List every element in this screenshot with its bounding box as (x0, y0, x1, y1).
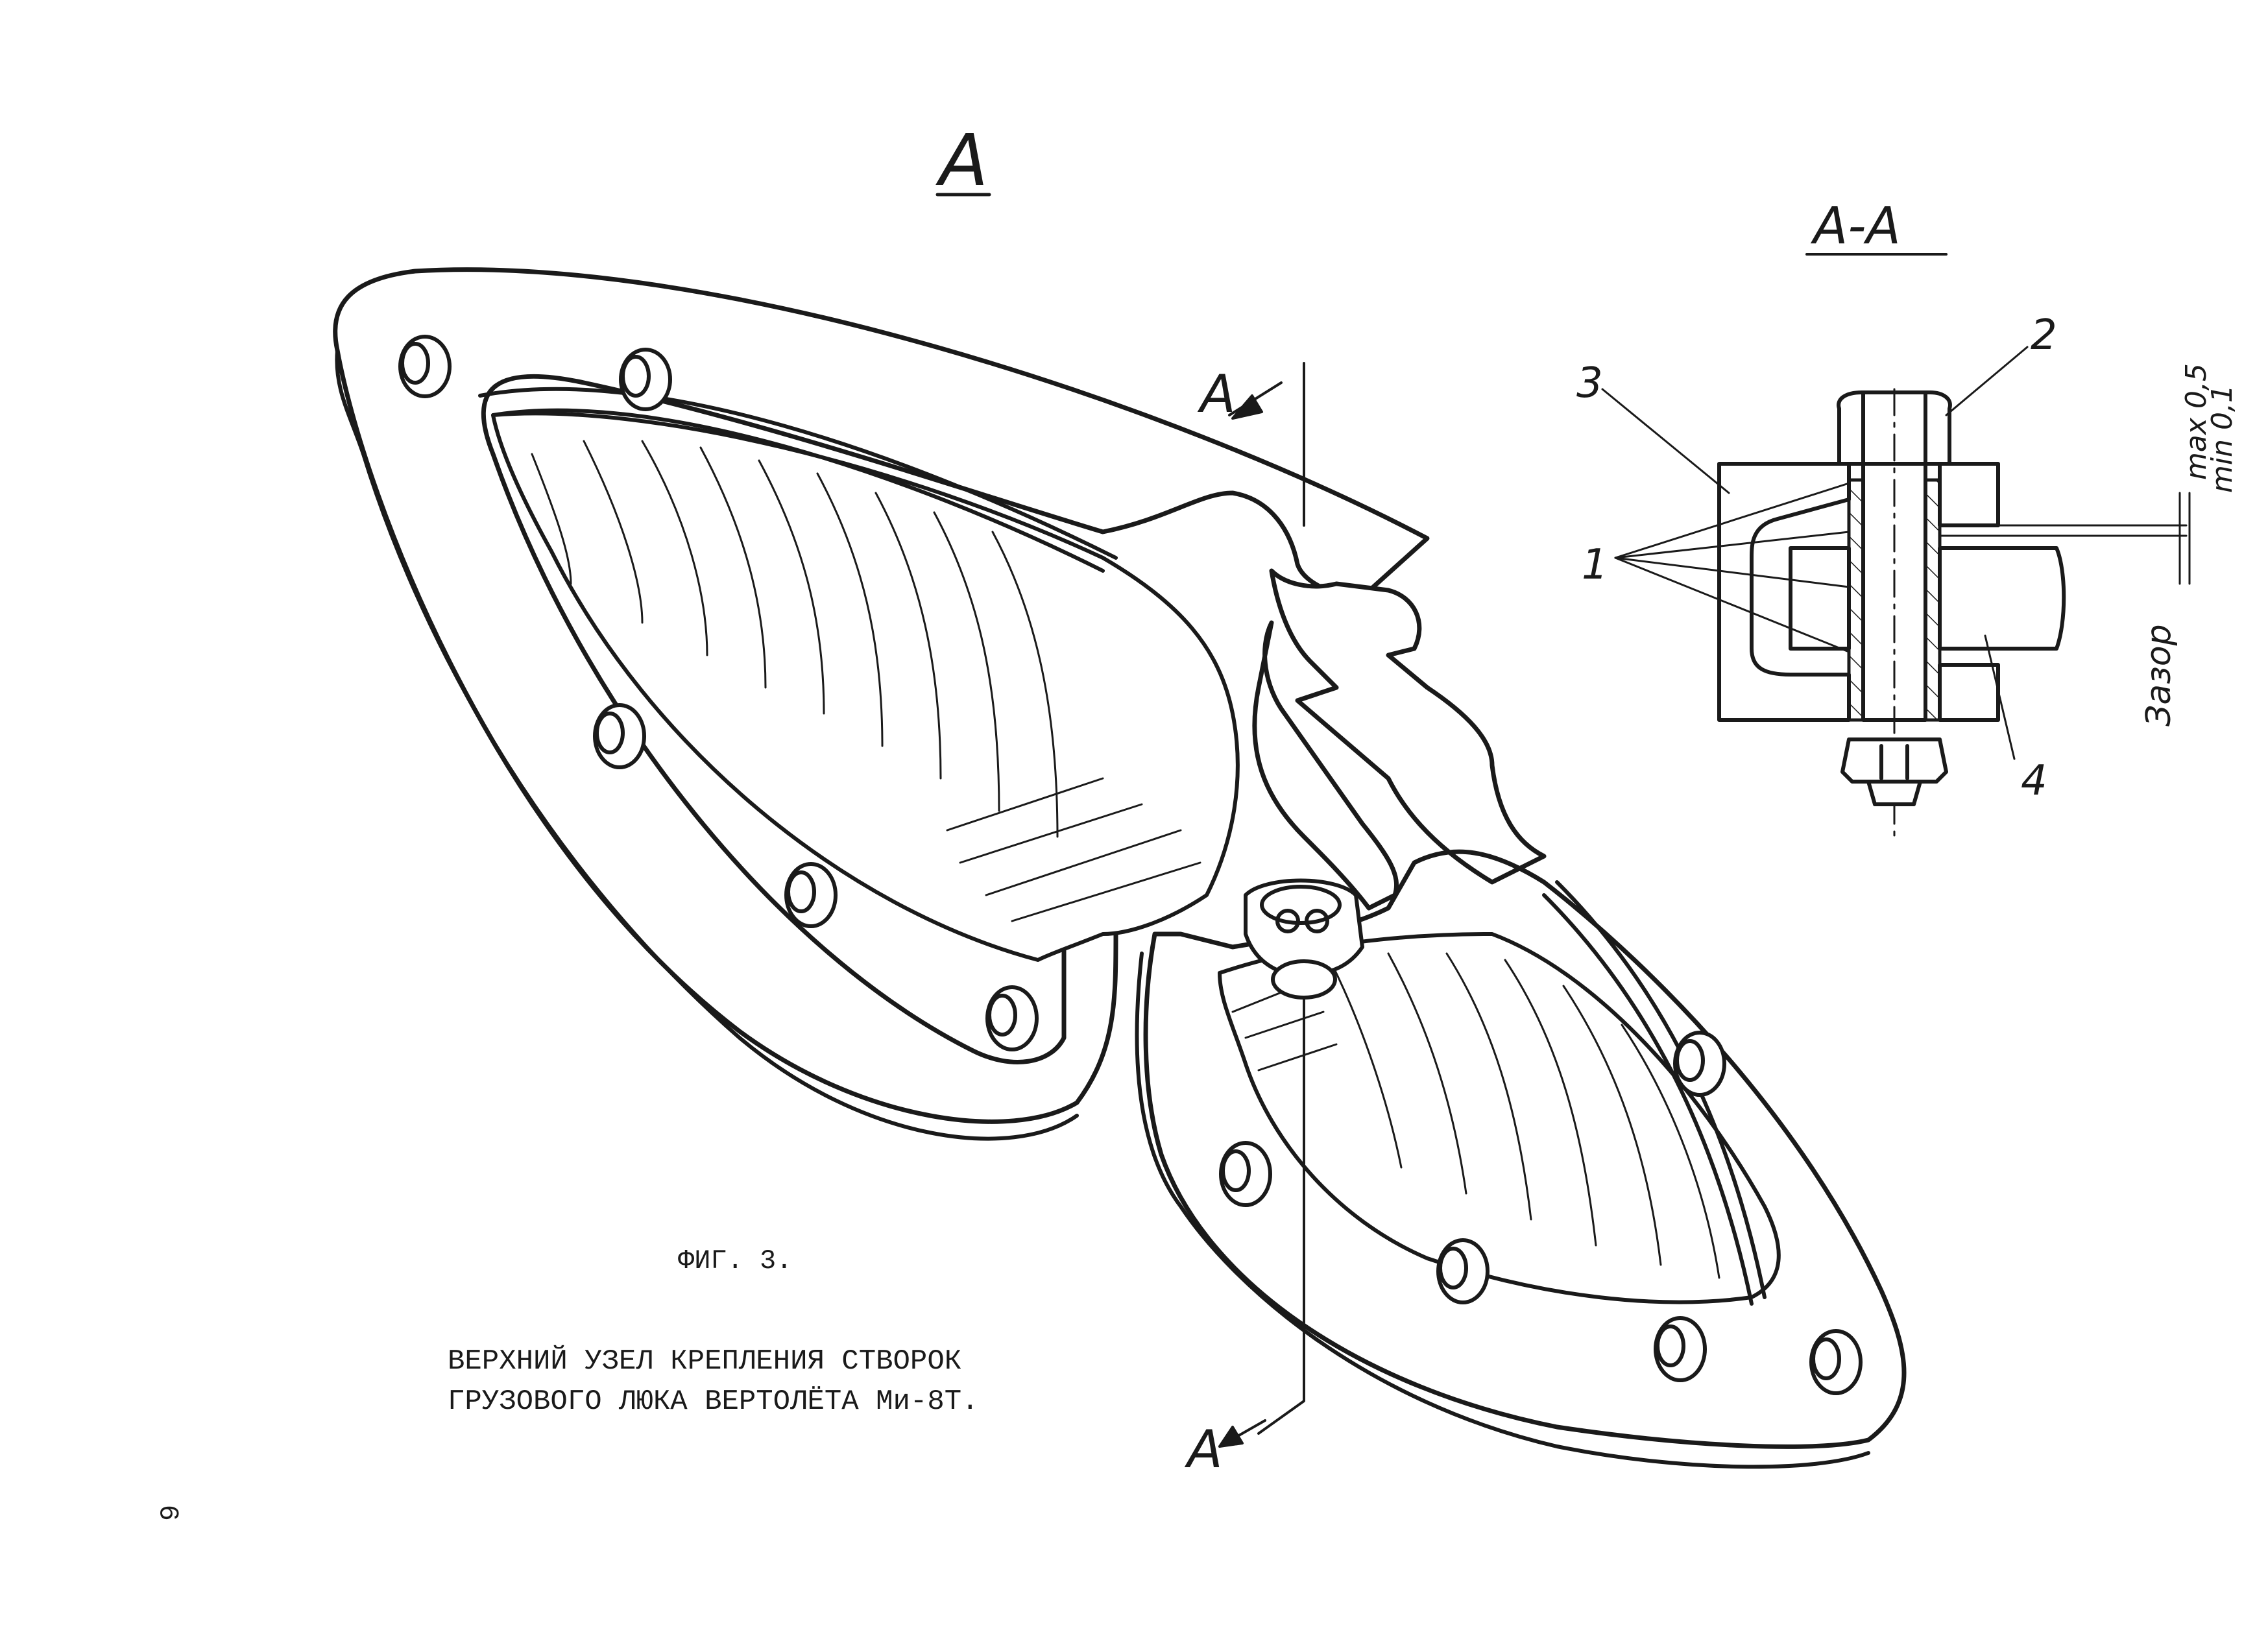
caption-line-2: ГРУЗОВОГО ЛЮКА ВЕРТОЛЁТА Ми-8Т. (448, 1385, 979, 1418)
gap-max: max 0,5 (2180, 363, 2213, 480)
callout-3: 3 (1576, 359, 1603, 407)
leader-lines (1601, 346, 2029, 760)
callout-4: 4 (2021, 757, 2047, 805)
bolt-part-2 (1837, 388, 1952, 845)
bolt-hole (398, 335, 1863, 1395)
section-label: A-A (1810, 197, 1901, 256)
gap-label: Зазор (2140, 624, 2178, 726)
section-a-a: A-A (1576, 197, 2239, 845)
callout-1: 1 (1582, 541, 1608, 589)
cut-label-top: A (1197, 364, 1236, 424)
bracket-part-3 (1717, 462, 1851, 722)
bracket-top-right (1938, 462, 2000, 527)
dish-shading-upper (531, 440, 1201, 922)
figure-number: ФИГ. 3. (678, 1245, 792, 1276)
lower-right-flange (1143, 849, 1907, 1449)
hinge-slot (1252, 620, 1399, 911)
dish-shading-lower (1231, 952, 1720, 1279)
view-label: A (935, 119, 988, 202)
bolt-holes (398, 335, 1863, 1395)
upper-left-dish (491, 411, 1240, 962)
bushings-part-1 (1847, 478, 1942, 722)
cut-label-bottom: A (1184, 1419, 1223, 1480)
caption-line-1: ВЕРХНИЙ УЗЕЛ КРЕПЛЕНИЯ СТВОРОК (448, 1345, 961, 1378)
gap-min: min 0,1 (2206, 385, 2239, 493)
page-number: 9 (156, 1505, 187, 1521)
callout-2: 2 (2031, 311, 2057, 359)
hinge-lug (1269, 568, 1547, 885)
view-a-drawing (333, 267, 1907, 1469)
section-cut-line (1218, 362, 1305, 1448)
